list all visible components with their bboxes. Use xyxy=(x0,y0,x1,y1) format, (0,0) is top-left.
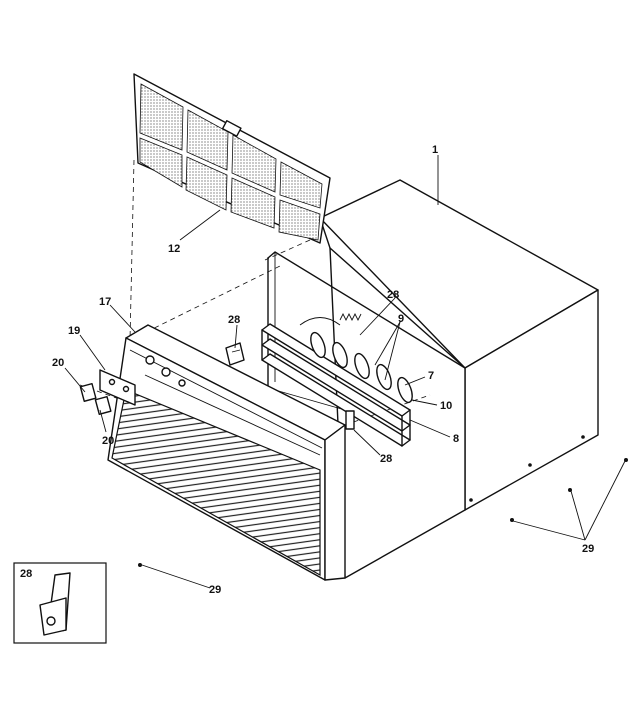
label-cabinet: 1 xyxy=(432,144,438,156)
label-louver-7: 7 xyxy=(428,370,434,382)
knob-lower xyxy=(94,395,112,415)
label-screw-right: 29 xyxy=(582,543,594,555)
clip-lower xyxy=(345,410,355,430)
label-clip-left: 28 xyxy=(228,314,240,326)
escutcheon xyxy=(99,369,136,406)
label-inset: 28 xyxy=(20,568,32,580)
front-panel xyxy=(107,324,346,581)
label-screw-bottom: 29 xyxy=(209,584,221,596)
label-escutcheon: 19 xyxy=(68,325,80,337)
label-knob-upper: 20 xyxy=(52,357,64,369)
knob-upper xyxy=(79,382,97,402)
cabinet xyxy=(319,179,599,579)
label-front-panel: 17 xyxy=(99,296,111,308)
inset-detail xyxy=(13,562,107,644)
label-knob-lower: 20 xyxy=(102,435,114,447)
air-filter xyxy=(133,73,331,244)
label-louver-8: 8 xyxy=(453,433,459,445)
louver-assembly xyxy=(261,312,413,447)
leader-lines xyxy=(64,155,626,589)
label-louver-10: 10 xyxy=(440,400,452,412)
label-clip-lower: 28 xyxy=(380,453,392,465)
label-filter: 12 xyxy=(168,243,180,255)
label-louver-9: 9 xyxy=(398,313,404,325)
label-louver-assembly: 28 xyxy=(387,289,399,301)
